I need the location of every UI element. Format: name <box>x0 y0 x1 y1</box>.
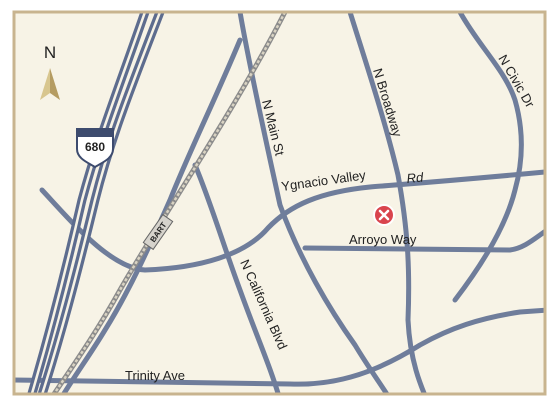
n-main-st-road <box>237 12 390 394</box>
n-california-blvd-road <box>192 162 281 394</box>
arroyo-way-road <box>302 228 545 253</box>
n-civic-dr-road <box>452 12 524 303</box>
north-arrow-icon <box>40 68 60 100</box>
n-broadway-road <box>347 12 428 394</box>
label-arroyo-way: Arroyo Way <box>349 232 417 247</box>
road-network <box>14 12 545 394</box>
map-frame <box>12 10 547 396</box>
interstate-shield-icon: 680 <box>76 128 114 169</box>
location-x-marker-icon[interactable] <box>373 204 395 226</box>
i-680-freeway <box>27 12 165 394</box>
label-trinity-ave: Trinity Ave <box>125 368 185 383</box>
compass: N <box>40 43 60 100</box>
trinity-ave-road <box>14 307 545 387</box>
bart-rail-line <box>51 12 288 394</box>
label-ygnacio-rd: Rd <box>406 170 425 186</box>
interstate-shield-number: 680 <box>85 140 105 154</box>
compass-north-letter: N <box>44 43 56 62</box>
ygnacio-valley-road <box>39 169 545 273</box>
